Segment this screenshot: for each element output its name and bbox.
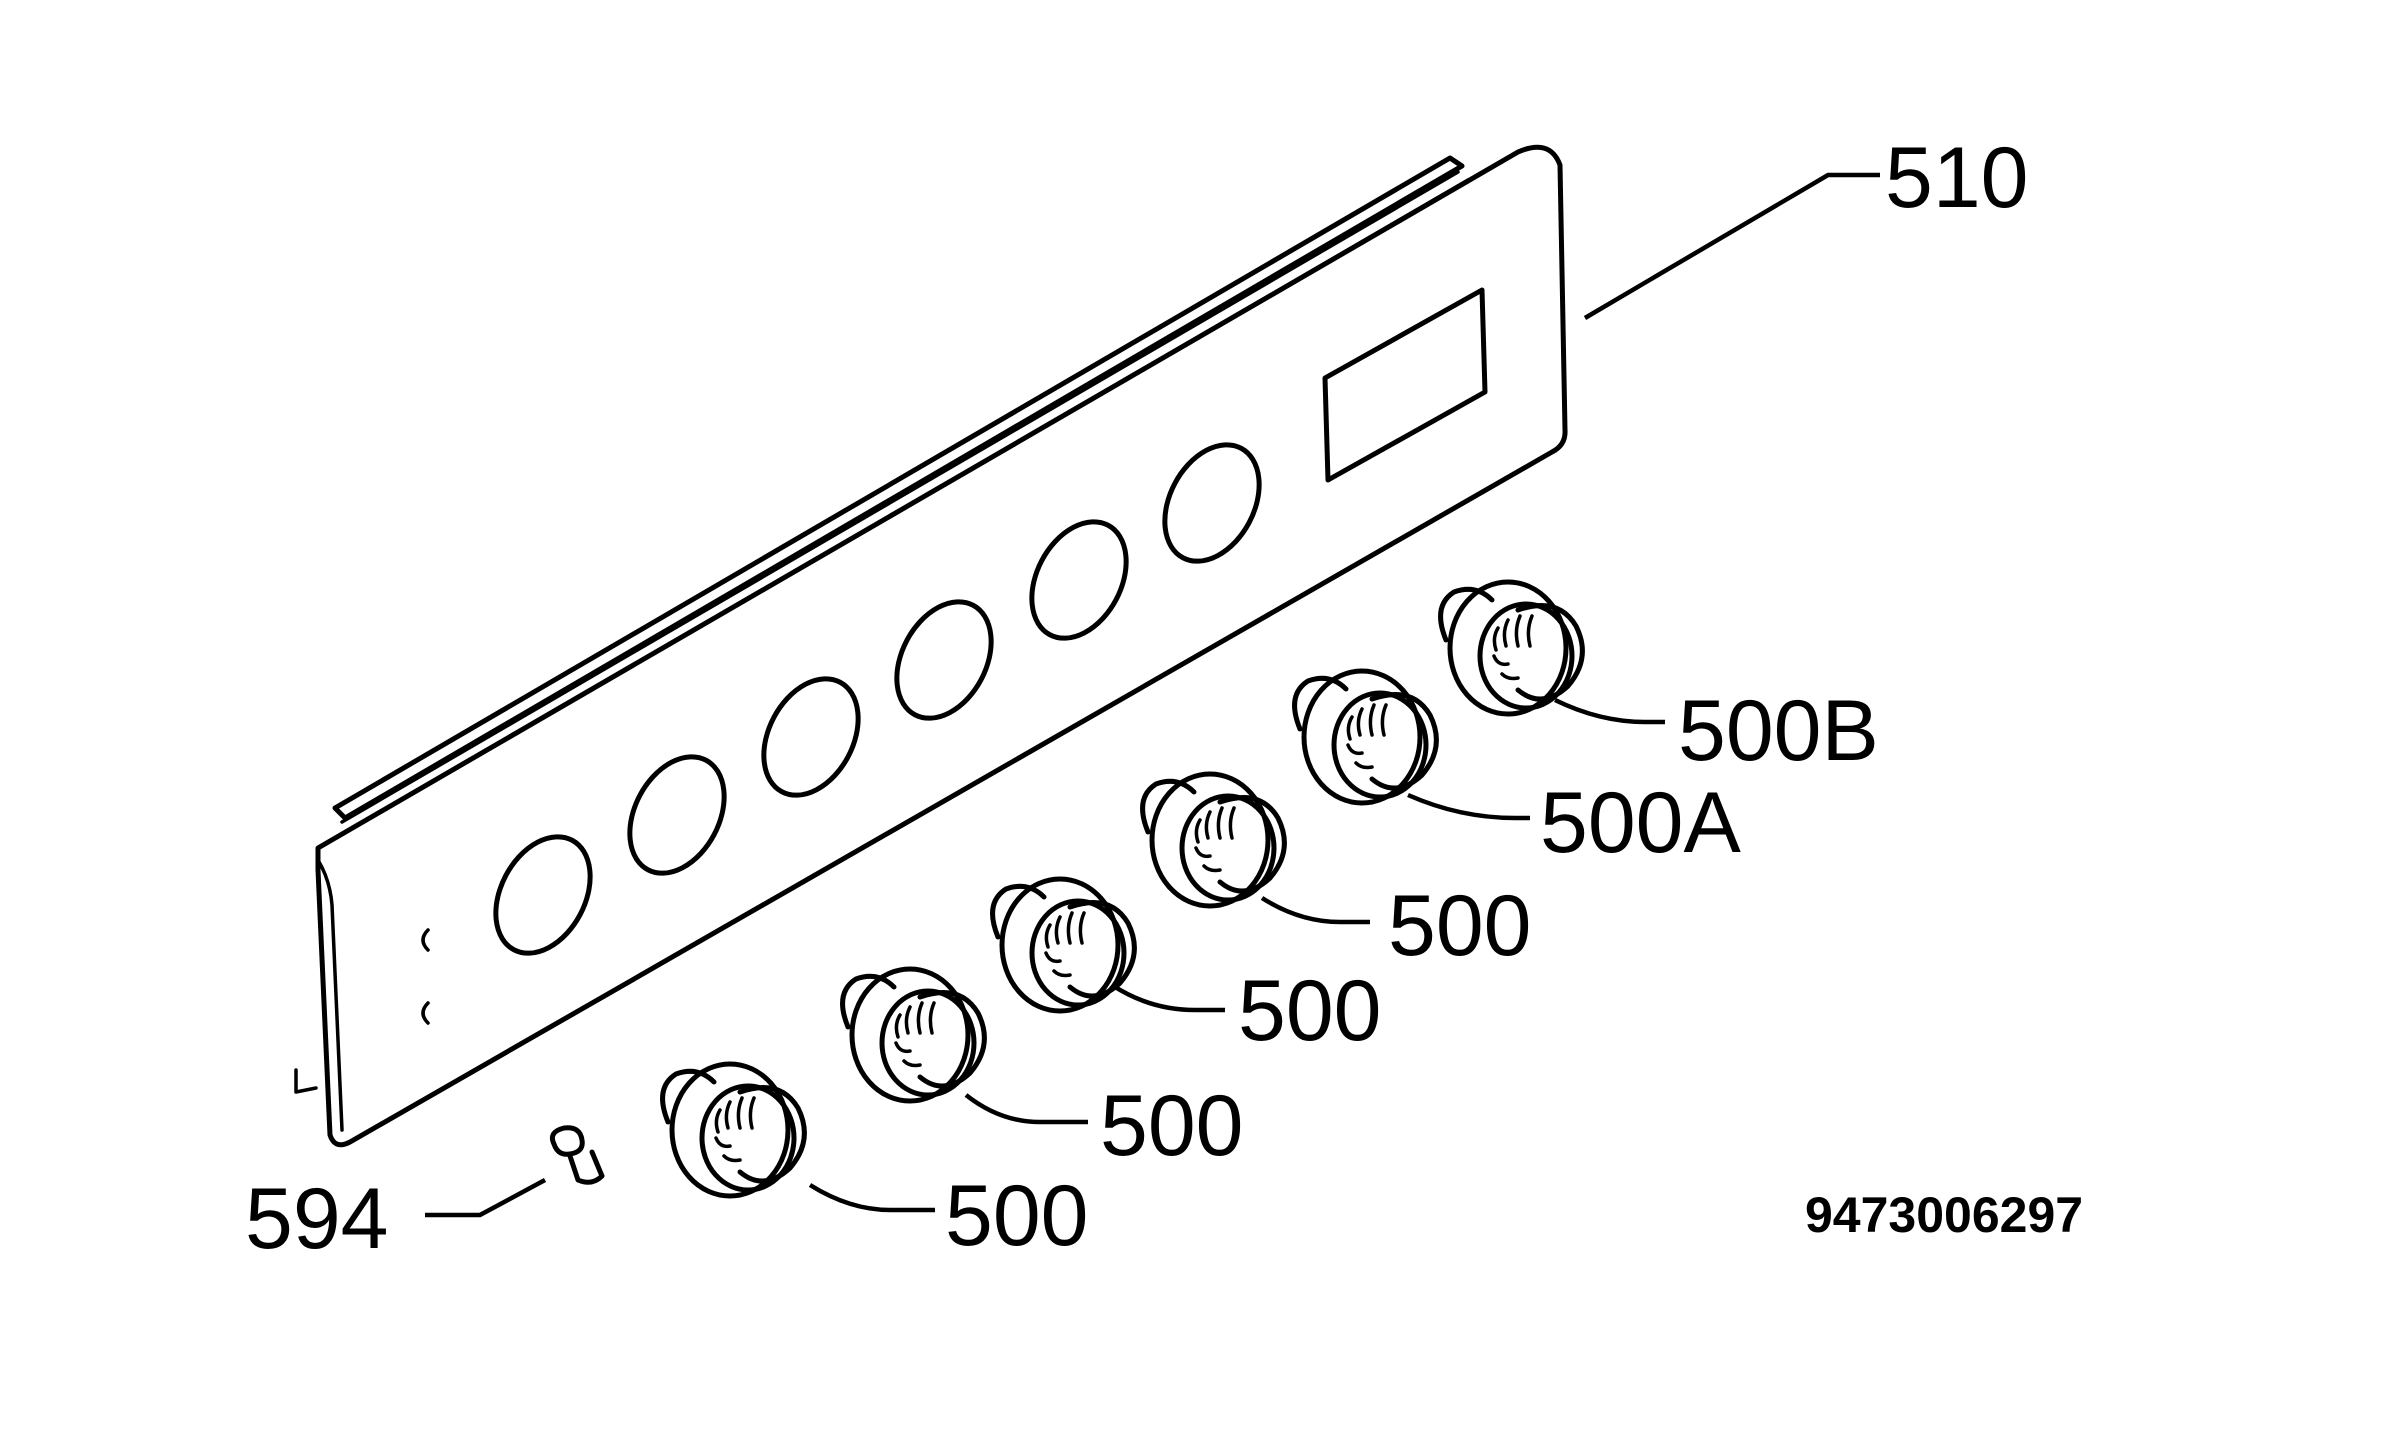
label-panel: 510 — [1885, 130, 2029, 226]
label-knob-4: 500 — [1388, 878, 1532, 974]
knob-hole-1 — [493, 834, 593, 956]
screw — [549, 1125, 605, 1185]
knob-4 — [1143, 774, 1285, 906]
document-number: 9473006297 — [1805, 1187, 2083, 1243]
label-knob-a: 500A — [1540, 775, 1741, 871]
label-screw: 594 — [245, 1171, 389, 1267]
knob-2 — [843, 969, 985, 1101]
knob-a — [1295, 671, 1437, 803]
label-knob-3: 500 — [1238, 963, 1382, 1059]
control-panel — [294, 144, 1568, 1148]
display-window — [1322, 287, 1488, 483]
leader-lines — [425, 172, 1880, 1218]
knob-hole-5 — [1029, 519, 1129, 641]
knob-hole-2 — [627, 754, 727, 876]
knob-3 — [993, 879, 1135, 1011]
label-knob-b: 500B — [1678, 683, 1879, 779]
knob-hole-6 — [1162, 442, 1262, 564]
label-knob-2: 500 — [1100, 1078, 1244, 1174]
knob-hole-4 — [894, 599, 994, 721]
knob-b — [1441, 582, 1583, 714]
knob-1 — [663, 1064, 805, 1196]
label-knob-1: 500 — [945, 1168, 1089, 1264]
knob-hole-3 — [761, 676, 861, 798]
